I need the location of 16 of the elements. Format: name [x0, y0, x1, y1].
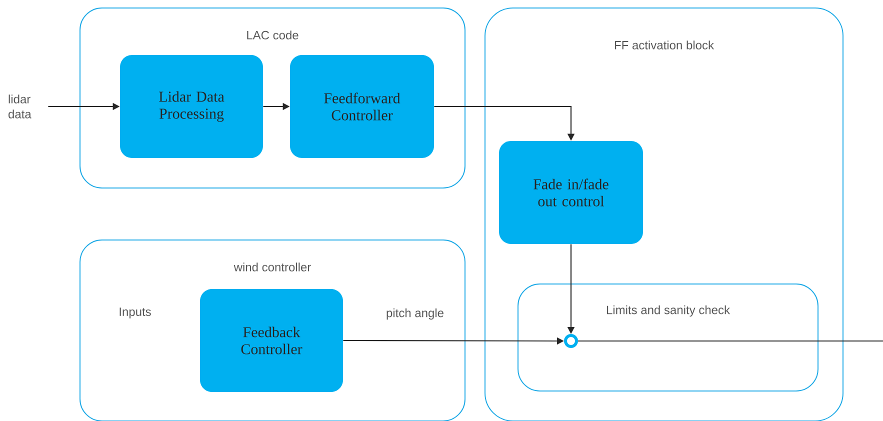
process-box: Feedforward Controller	[290, 55, 434, 158]
group-box	[484, 8, 844, 421]
group-title: wind controller	[234, 262, 311, 272]
process-box: Feedback Controller	[200, 289, 343, 392]
edge-label: pitch angle	[384, 307, 446, 321]
group-box	[80, 240, 466, 421]
input-label: lidar data	[8, 94, 32, 118]
summing-junction	[564, 334, 578, 348]
process-box: Lidar Data Processing	[120, 55, 263, 158]
group-title: FF activation block	[614, 40, 714, 50]
group-box	[518, 284, 818, 392]
process-box: Fade in/fade out control	[499, 141, 643, 244]
group-title: LAC code	[247, 30, 298, 40]
group-title: Limits and sanity check	[606, 305, 730, 317]
group-box	[80, 8, 466, 188]
input-label: Inputs	[120, 308, 151, 318]
